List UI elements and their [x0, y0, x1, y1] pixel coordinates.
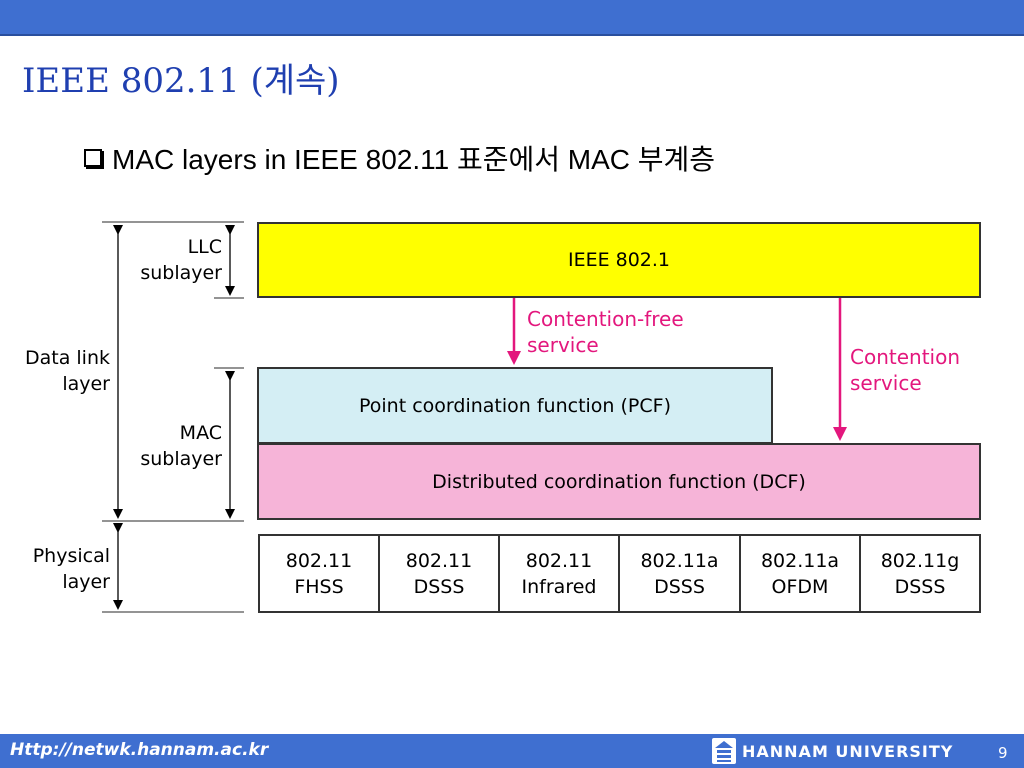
- top-bar: [0, 0, 1024, 34]
- dcf-box: Distributed coordination function (DCF): [257, 443, 981, 520]
- physical-cell-dsss: 802.11 DSSS: [405, 549, 473, 598]
- physical-cell-a-ofdm: 802.11a OFDM: [760, 549, 840, 598]
- bullet-item: MAC layers in IEEE 802.11 표준에서 MAC 부계층: [84, 146, 715, 174]
- physical-cell-a-dsss: 802.11a DSSS: [640, 549, 719, 598]
- physical-cell-g-dsss: 802.11g DSSS: [880, 549, 960, 598]
- physical-cell-fhss: 802.11 FHSS: [285, 549, 353, 598]
- top-divider: [0, 34, 1024, 36]
- mac-sublayer-label: MAC sublayer: [140, 422, 222, 470]
- footer-university: HANNAM UNIVERSITY: [742, 742, 954, 761]
- slide-title: IEEE 802.11 (계속): [22, 61, 340, 101]
- page-number: 9: [998, 744, 1008, 762]
- data-link-layer-label: Data link layer: [24, 347, 110, 395]
- pcf-box: Point coordination function (PCF): [257, 367, 773, 444]
- checkbox-bullet-icon: [84, 149, 102, 167]
- physical-cell-infrared: 802.11 Infrared: [521, 549, 597, 598]
- physical-layer-label: Physical layer: [32, 545, 110, 593]
- contention-free-label: Contention-free service: [527, 307, 684, 357]
- footer-url: Http://netwk.hannam.ac.kr: [10, 740, 269, 760]
- university-logo-icon: [712, 738, 736, 764]
- llc-sublayer-label: LLC sublayer: [140, 236, 222, 284]
- contention-label: Contention service: [850, 345, 961, 395]
- logo-mark-icon: [715, 741, 733, 762]
- bottom-bar: [0, 734, 1024, 768]
- ieee-8021-box: IEEE 802.1: [257, 222, 981, 298]
- bullet-text: MAC layers in IEEE 802.11 표준에서 MAC 부계층: [112, 144, 716, 175]
